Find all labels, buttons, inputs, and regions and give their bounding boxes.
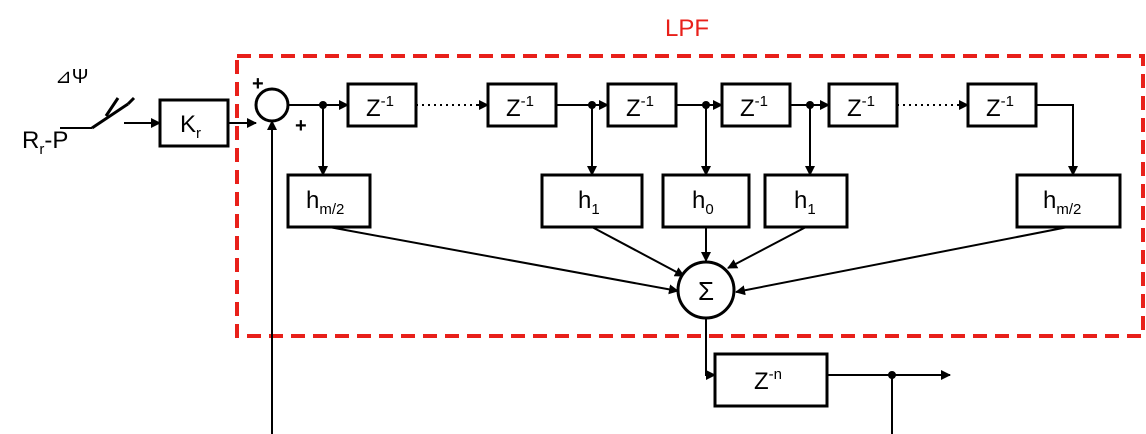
svg-text:Z-1: Z-1 [740,93,768,122]
delay-block-3: Z-1 [606,82,678,128]
svg-text:Z-1: Z-1 [626,93,654,122]
delay-block-2: Z-1 [486,82,558,128]
delay-block-1: Z-1 [346,82,418,128]
input-label: Rr-P [22,127,68,158]
svg-text:h1: h1 [578,187,600,218]
sigma-symbol: Σ [698,276,714,306]
svg-text:Z-n: Z-n [754,366,782,395]
svg-text:h1: h1 [794,187,816,218]
svg-text:hm/2: hm/2 [306,187,344,218]
svg-text:Z-1: Z-1 [366,93,394,122]
delay-block-6: Z-1 [966,82,1038,128]
svg-text:Z-1: Z-1 [506,93,534,122]
svg-text:Z-1: Z-1 [847,93,875,122]
delay-block-4: Z-1 [720,82,792,128]
lpf-title: LPF [665,15,709,42]
output-delay-block: Z-n [713,352,829,408]
sum-plus-bottom: + [295,115,307,137]
svg-text:Z-1: Z-1 [986,93,1014,122]
sampling-switch [60,96,161,130]
coefficient-block-3: h0 [661,173,751,229]
sum-plus-top: + [252,73,264,95]
svg-text:h0: h0 [692,187,714,218]
coefficient-block-1: hm/2 [286,173,372,229]
gain-label: Kr [180,111,201,142]
svg-text:hm/2: hm/2 [1043,187,1081,218]
coefficient-block-5: hm/2 [1015,173,1122,229]
switch-label: ⊿Ψ [55,66,88,88]
lpf-boundary [235,54,1145,338]
coefficient-block-4: h1 [763,173,849,229]
delay-block-5: Z-1 [827,82,899,128]
coefficient-block-2: h1 [540,173,644,229]
